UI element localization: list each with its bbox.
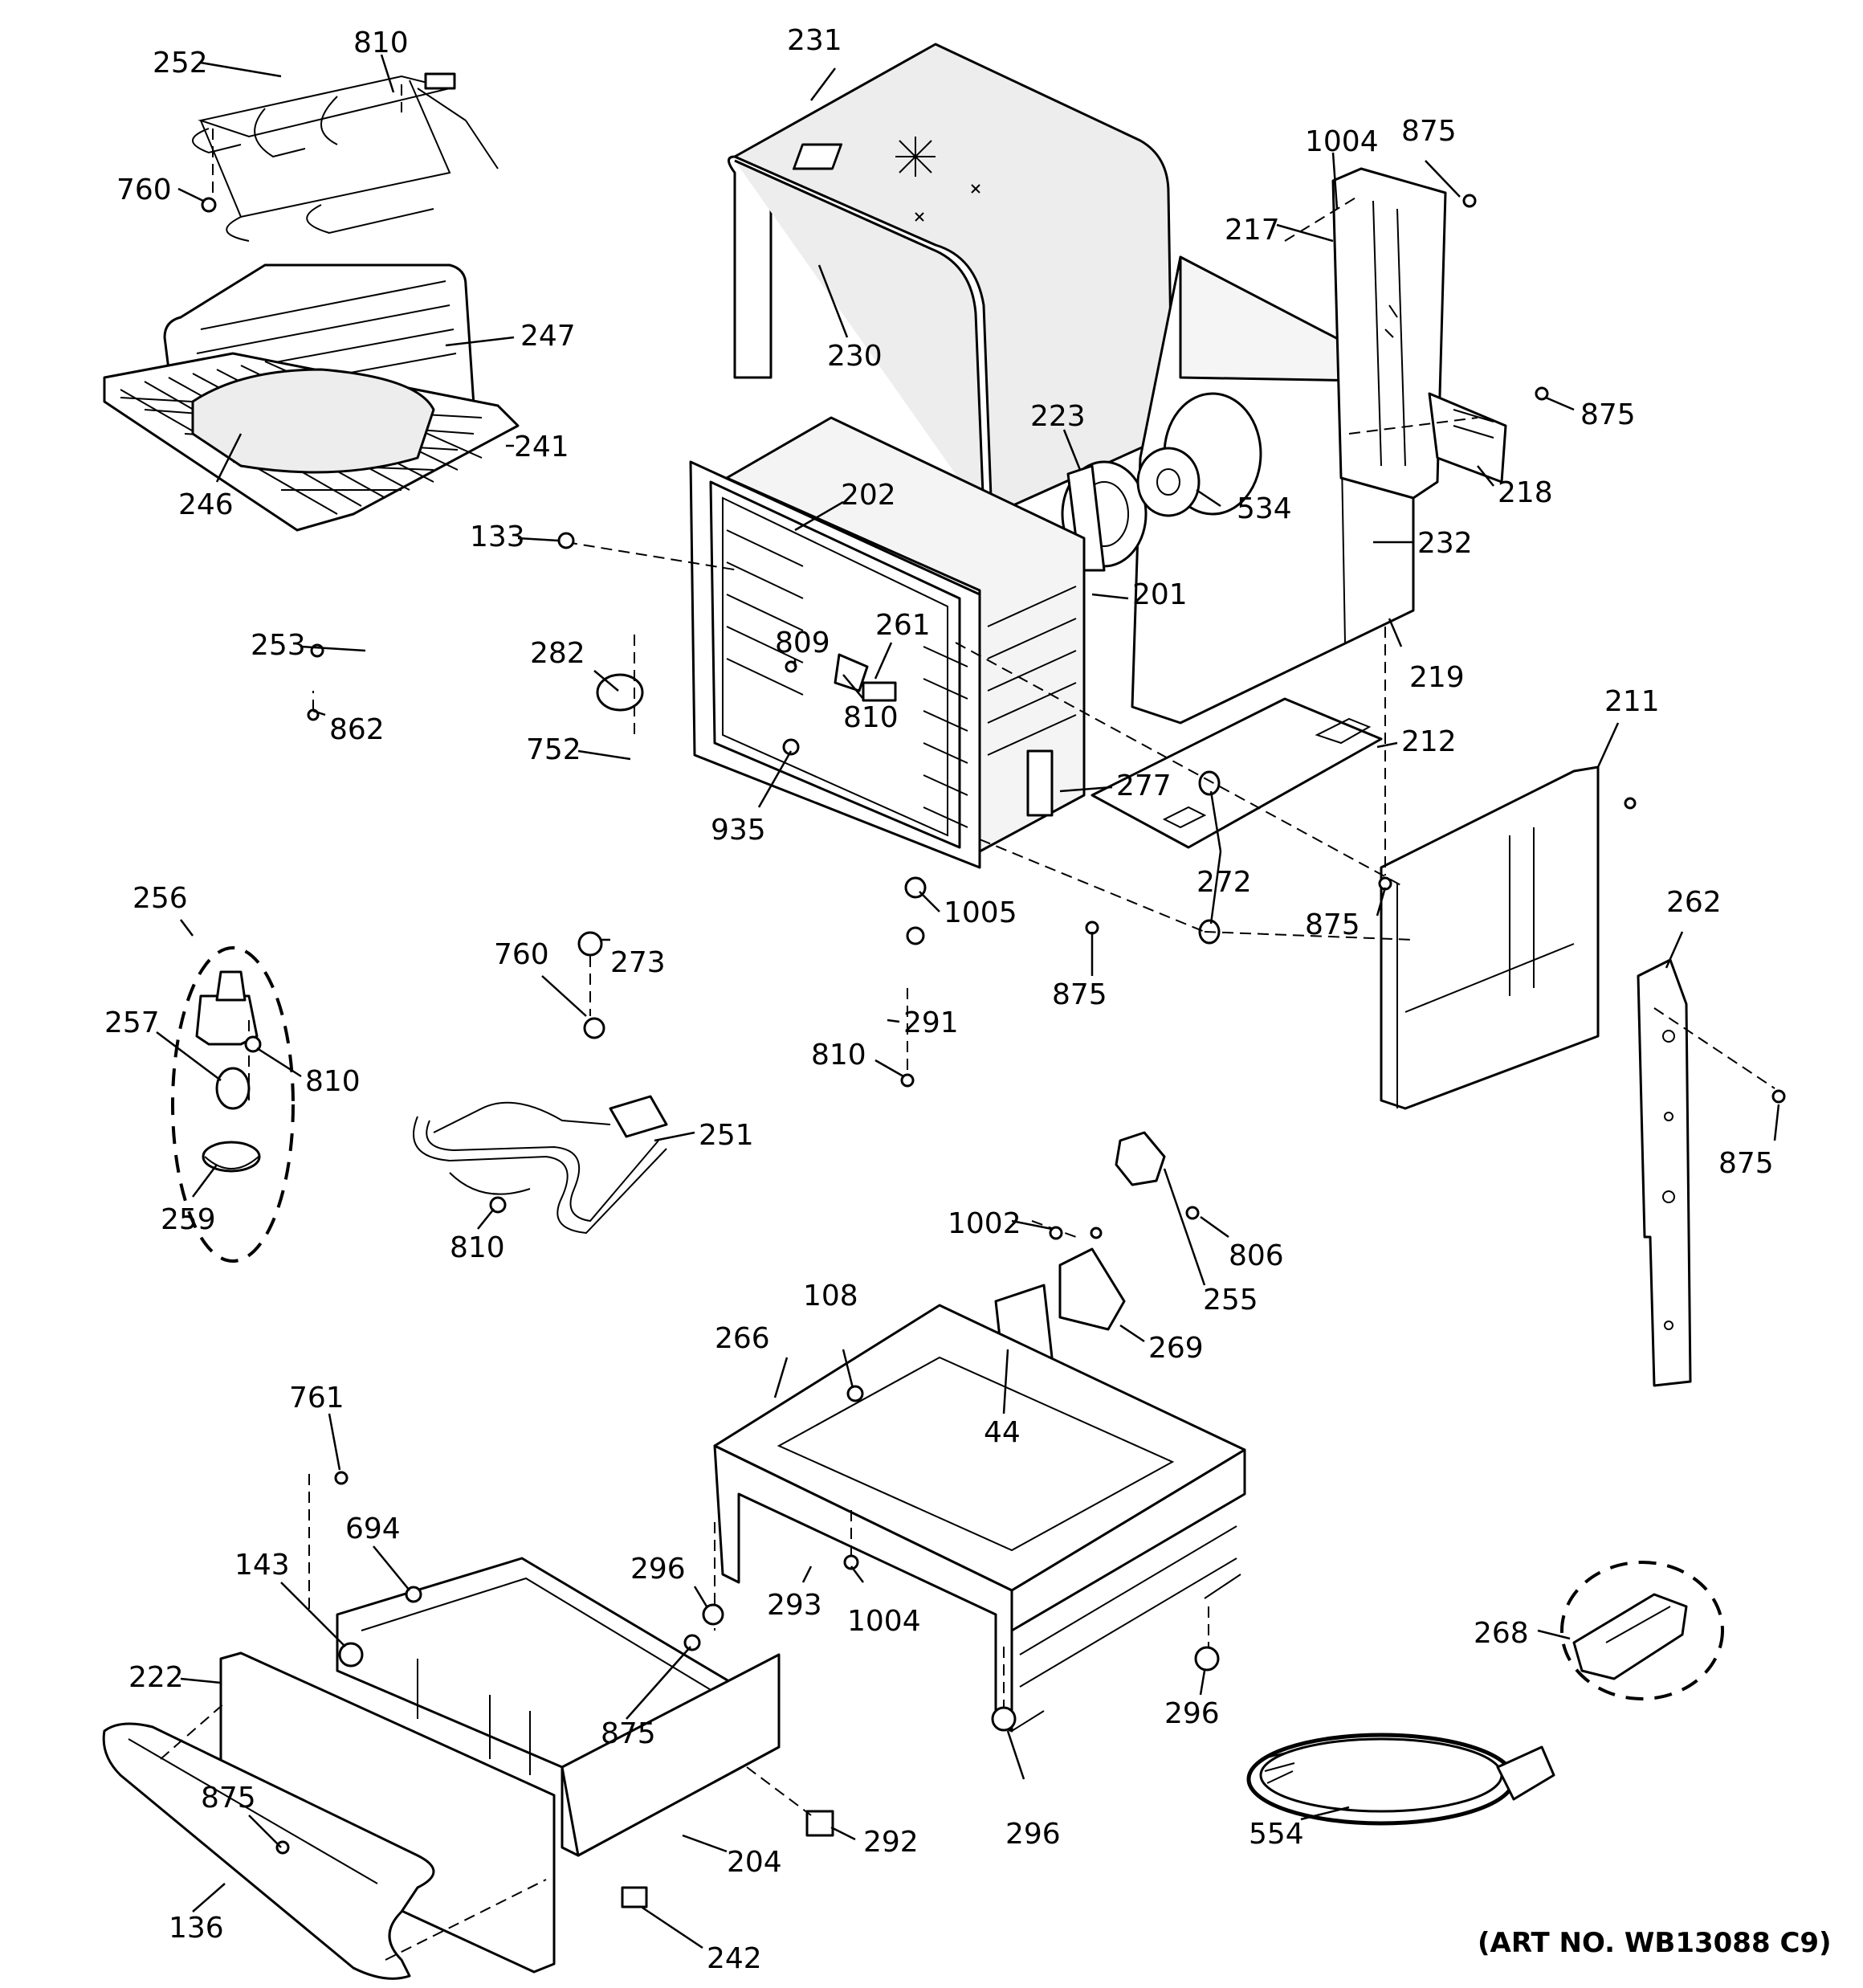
callout-810: 810 [305,1065,361,1098]
callout-222: 222 [128,1661,184,1694]
callout-251: 251 [699,1119,754,1152]
callout-262: 262 [1666,886,1722,919]
callout-1005: 1005 [944,896,1017,929]
callout-223: 223 [1030,400,1086,433]
callout-554: 554 [1249,1818,1304,1851]
callout-273: 273 [610,946,666,979]
callout-292: 292 [863,1826,919,1859]
callout-labels: 252 810 760 231 230 1004 875 217 247 241… [104,24,1774,1975]
callout-136: 136 [169,1912,224,1945]
callout-875: 875 [1401,115,1457,148]
callout-875: 875 [201,1782,256,1815]
oven-cavity-drawing [596,416,1086,869]
callout-212: 212 [1401,725,1457,758]
oven-back-cavity-drawing [1131,167,1507,725]
callout-253: 253 [251,629,306,662]
callout-44: 44 [984,1416,1021,1449]
callout-810: 810 [811,1039,866,1072]
callout-810: 810 [450,1231,505,1264]
callout-277: 277 [1116,769,1172,802]
callout-534: 534 [1237,492,1292,525]
callout-108: 108 [803,1280,858,1312]
callout-761: 761 [289,1382,344,1414]
oven-bottom-panel-drawing [1090,697,1383,945]
fastener-screws [201,194,1786,1855]
callout-246: 246 [178,488,234,521]
callout-257: 257 [104,1006,160,1039]
callout-752: 752 [526,733,581,766]
callout-218: 218 [1498,476,1553,509]
warming-drawer-drawing [102,1557,834,1980]
broil-element-drawing [192,72,499,242]
lower-base-frame-drawing [713,1304,1246,1733]
art-number-label: (ART NO. WB13088 C9) [1478,1927,1832,1959]
callout-268: 268 [1474,1617,1529,1650]
callout-261: 261 [875,609,931,642]
callout-291: 291 [903,1006,959,1039]
callout-272: 272 [1196,866,1252,899]
callout-256: 256 [132,882,188,915]
callout-247: 247 [520,320,576,353]
callout-296: 296 [1005,1818,1061,1851]
callout-760: 760 [116,173,172,206]
callout-255: 255 [1203,1284,1258,1316]
callout-266: 266 [715,1322,770,1355]
callout-296: 296 [630,1553,686,1586]
callout-232: 232 [1417,527,1473,560]
power-cord-drawing [1246,1733,1555,1826]
callout-875: 875 [1580,398,1636,431]
broil-pan-and-rack-drawing [103,263,520,532]
callout-217: 217 [1225,214,1280,247]
callout-1004: 1004 [1305,125,1379,158]
callout-282: 282 [530,637,585,670]
callout-694: 694 [345,1512,401,1545]
callout-806: 806 [1229,1239,1284,1272]
callout-1002: 1002 [948,1207,1021,1240]
callout-1004: 1004 [847,1605,921,1638]
callout-201: 201 [1132,578,1188,611]
side-panel-drawing [1380,765,1692,1387]
callout-230: 230 [827,340,883,373]
callout-760: 760 [494,938,549,971]
callout-219: 219 [1409,661,1465,694]
bracket-detail-drawing [1560,1561,1724,1700]
oven-light-assembly-drawing [171,946,295,1263]
callout-875: 875 [1718,1147,1774,1180]
callout-862: 862 [329,713,385,746]
callout-133: 133 [470,520,525,553]
terminal-bracket-drawing [994,1131,1166,1375]
callout-269: 269 [1148,1332,1204,1365]
callout-259: 259 [161,1203,216,1236]
callout-875: 875 [601,1717,656,1750]
callout-241: 241 [514,431,569,463]
callout-231: 231 [787,24,842,57]
callout-252: 252 [153,47,208,80]
oven-outer-wrapper-drawing [728,43,1174,524]
callout-293: 293 [767,1589,822,1622]
callout-875: 875 [1052,978,1107,1011]
callout-211: 211 [1604,685,1660,718]
callout-935: 935 [711,814,766,847]
callout-202: 202 [841,479,896,512]
callout-204: 204 [727,1846,782,1879]
callout-143: 143 [234,1549,290,1582]
bake-element-drawing [413,1095,668,1235]
callout-leader-lines [156,54,1780,1949]
callout-810: 810 [843,701,899,734]
callout-809: 809 [775,627,830,659]
callout-875: 875 [1305,908,1360,941]
callout-296: 296 [1164,1697,1220,1730]
callout-242: 242 [707,1942,762,1975]
callout-810: 810 [353,27,409,59]
